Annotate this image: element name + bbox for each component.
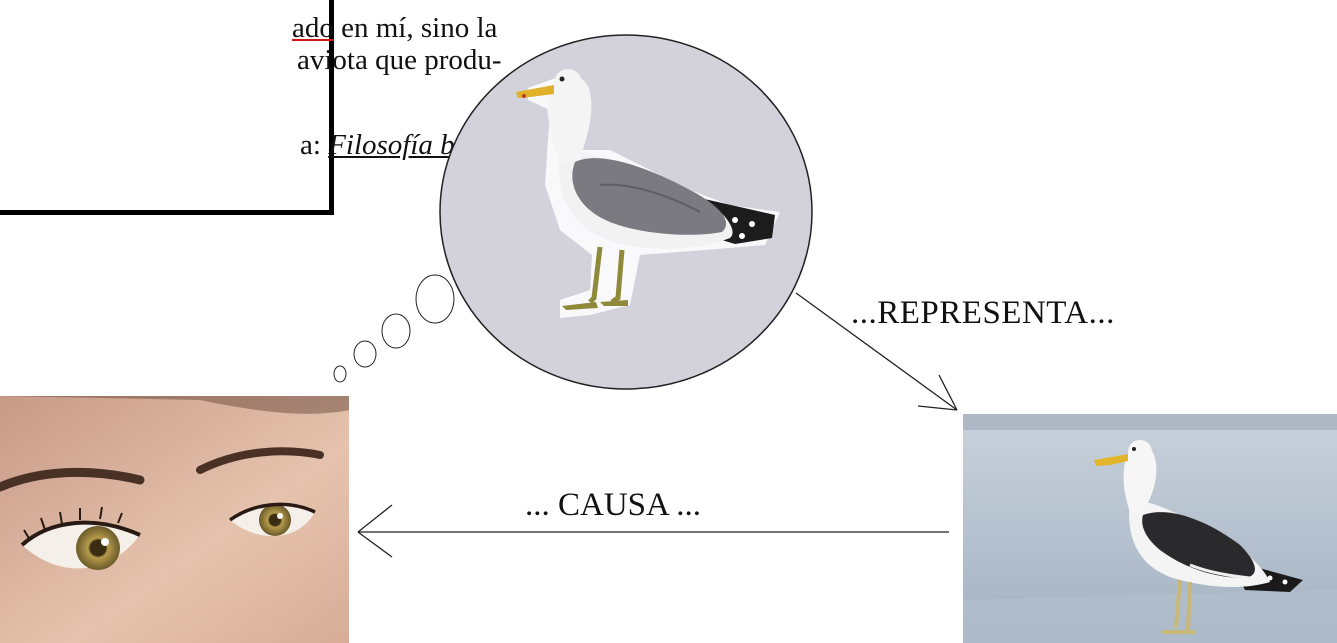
quote-line-3-prefix: a:: [300, 129, 329, 161]
causa-arrow: [357, 504, 949, 558]
real-gull-photo: [963, 414, 1337, 643]
quote-line-2: aviota que produ-: [297, 44, 502, 76]
thought-dot-1: [333, 365, 347, 383]
causa-label: ... CAUSA ...: [525, 487, 702, 523]
thought-dot-2: [353, 340, 377, 368]
quote-line-1-rest: en mí, sino la: [333, 12, 498, 44]
mental-gull-image: [516, 69, 780, 318]
quote-line-1: ado en mí, sino la: [292, 12, 497, 45]
quote-line-1-underlined: ado: [292, 12, 334, 44]
thought-dot-3: [381, 313, 411, 349]
thought-trail: [333, 274, 455, 383]
representa-label: ...REPRESENTA...: [851, 295, 1115, 331]
representa-arrow: [795, 292, 958, 411]
thought-dot-4: [415, 274, 455, 324]
quote-box: ado en mí, sino la aviota que produ- a: …: [0, 0, 516, 215]
eye-photo: [0, 396, 349, 643]
